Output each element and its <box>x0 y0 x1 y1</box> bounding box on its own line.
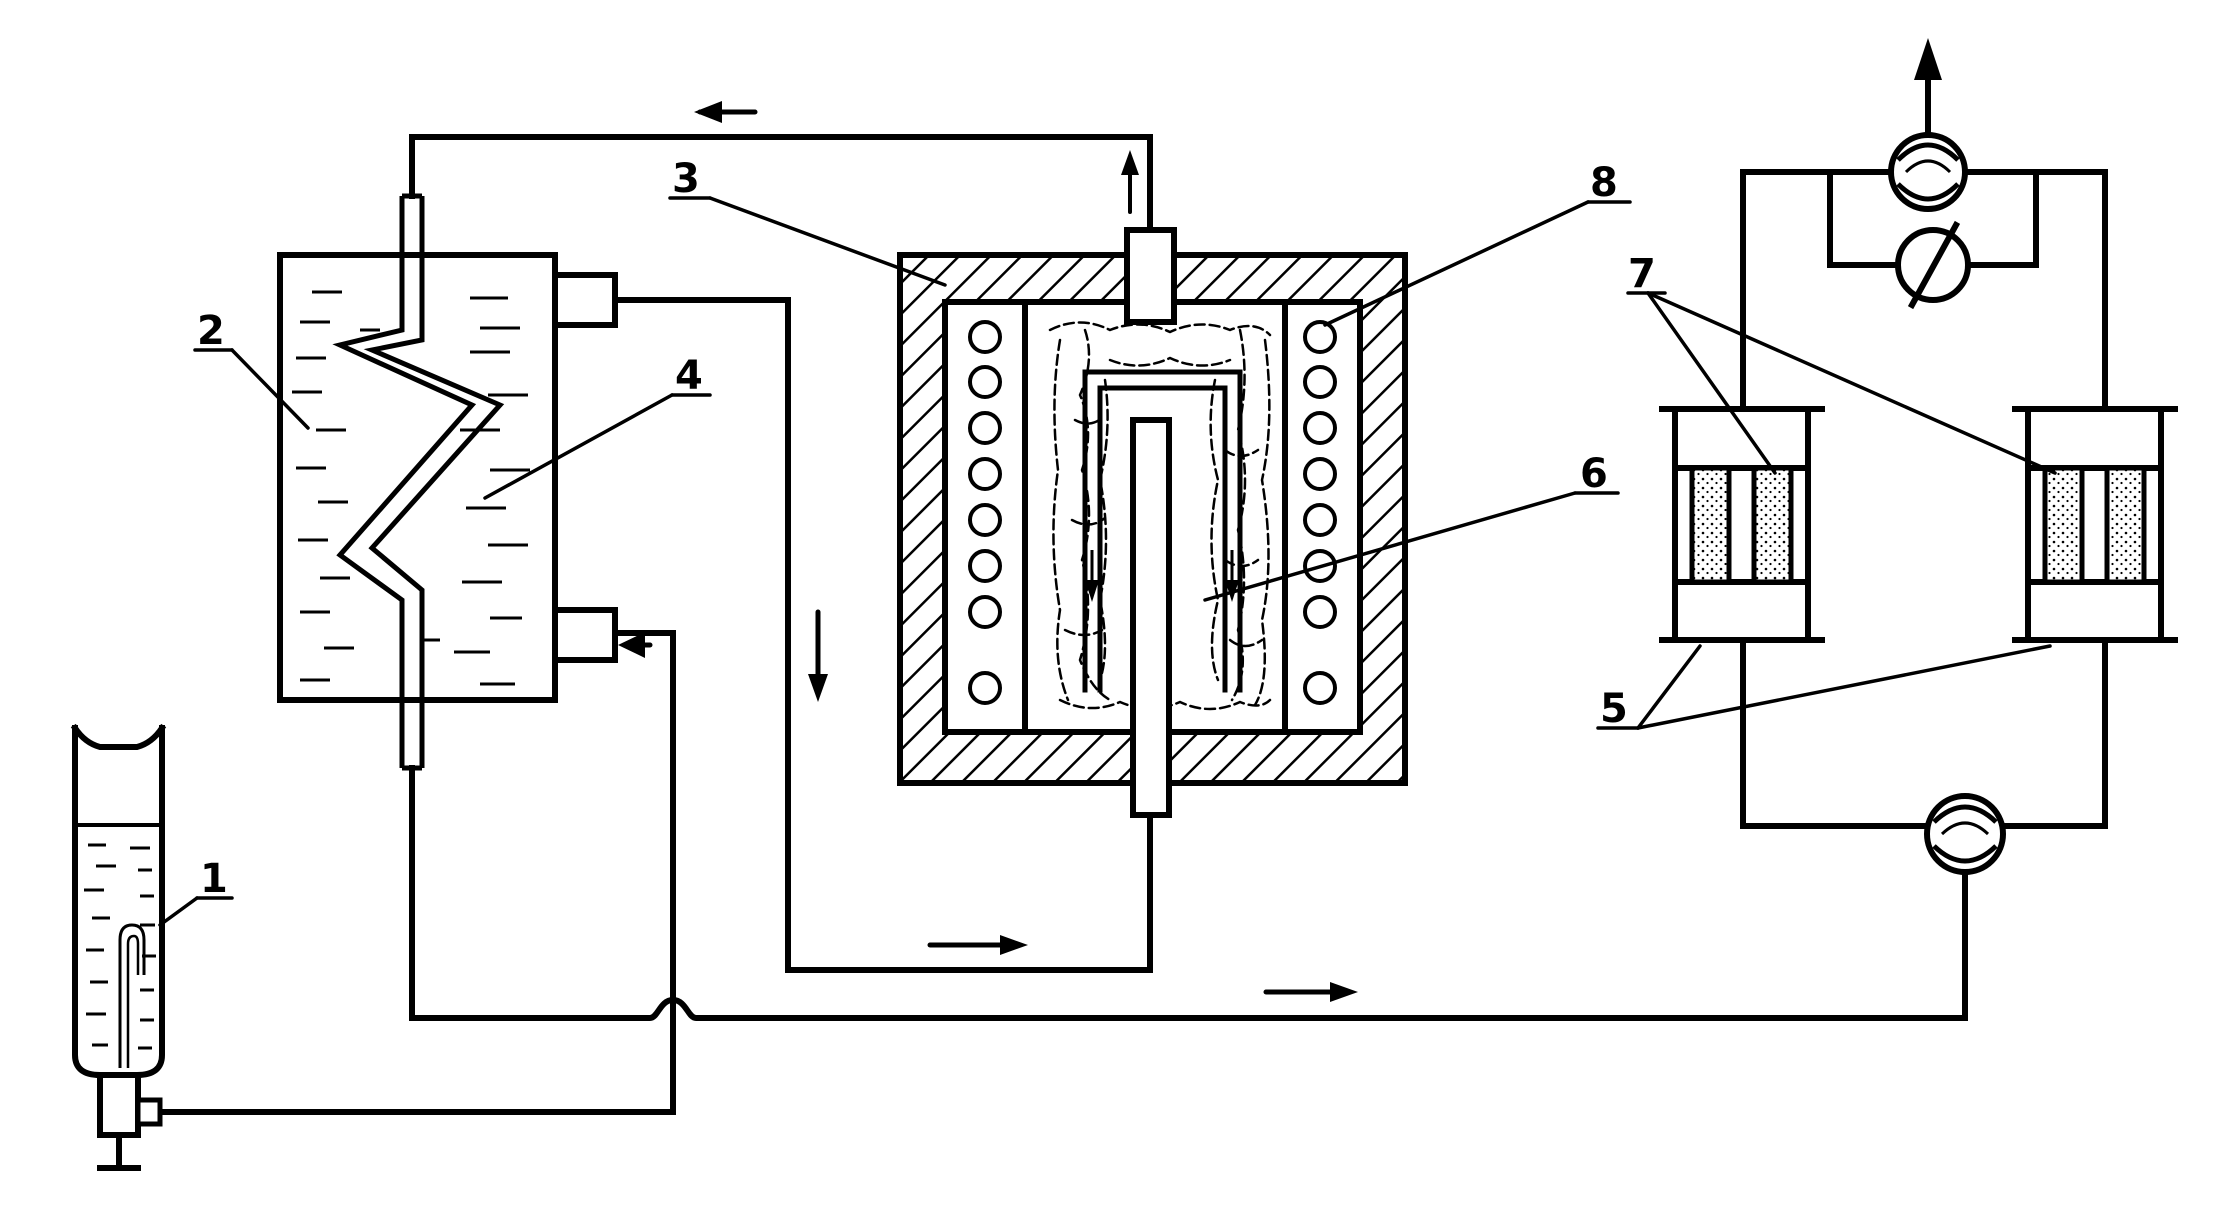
separator-tank <box>70 723 167 1171</box>
callout-2: 2 <box>193 308 310 430</box>
svg-text:5: 5 <box>1600 686 1628 732</box>
callout-1: 1 <box>158 856 234 927</box>
heat-exchanger <box>277 193 618 771</box>
svg-text:1: 1 <box>200 856 228 902</box>
flow-arrow-icon <box>694 101 758 123</box>
pump-icon <box>1888 132 1968 212</box>
flow-arrow-icon <box>808 609 828 702</box>
callout-7: 7 <box>1626 251 2057 475</box>
flow-arrow-icon <box>927 935 1028 955</box>
svg-text:6: 6 <box>1580 451 1608 497</box>
svg-text:8: 8 <box>1590 160 1618 206</box>
furnace <box>897 227 1408 818</box>
flow-arrow-icon <box>1263 982 1358 1002</box>
valve-icon <box>1895 220 1971 310</box>
callout-6: 6 <box>1203 451 1620 602</box>
flow-arrow-icon <box>618 632 653 658</box>
svg-text:7: 7 <box>1628 251 1656 297</box>
adsorber-right <box>2012 406 2178 643</box>
callout-3: 3 <box>668 156 947 287</box>
svg-text:2: 2 <box>197 308 225 354</box>
callout-4: 4 <box>483 353 712 500</box>
adsorber-left <box>1659 406 1825 643</box>
callout-5: 5 <box>1596 644 2052 732</box>
pump-icon <box>1924 793 2006 875</box>
flow-arrow-icon <box>1121 150 1139 214</box>
svg-text:4: 4 <box>675 353 703 399</box>
svg-text:3: 3 <box>672 156 700 202</box>
vent-arrow-icon <box>1914 38 1942 80</box>
callout-8: 8 <box>1323 160 1632 327</box>
